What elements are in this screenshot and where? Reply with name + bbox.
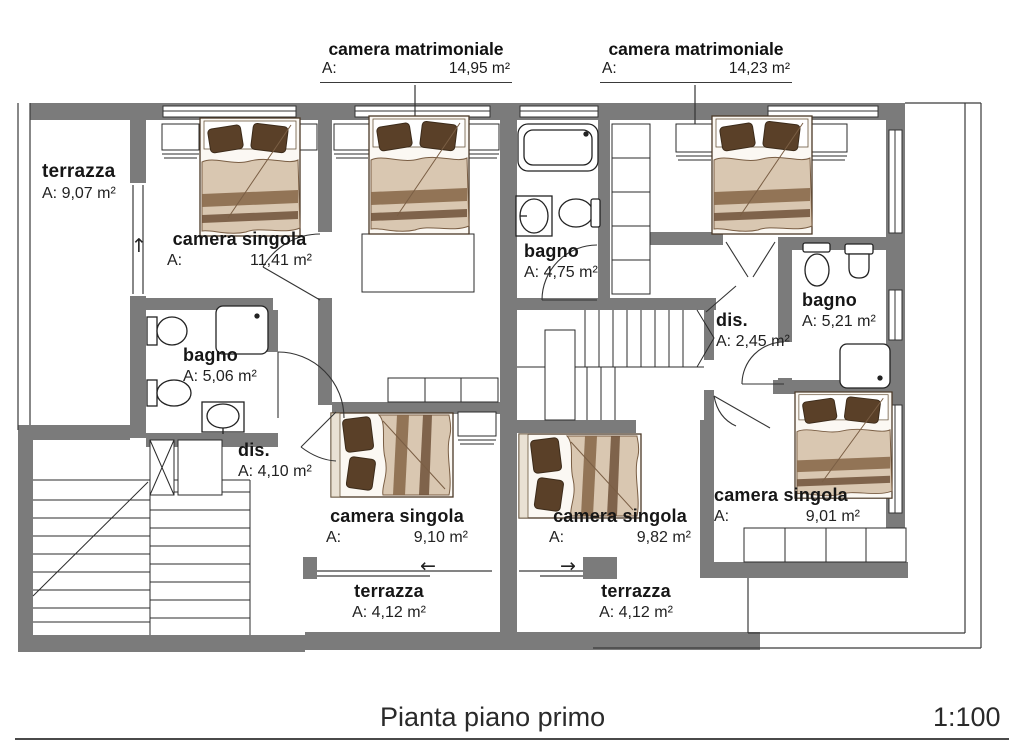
area-value: 9,82 m² [636,528,691,546]
bidet-icon [146,316,188,346]
callout-camera-matrimoniale-left: camera matrimoniale A: 14,95 m² [320,40,512,83]
label-terrazza-ovest: terrazza A: 9,07 m² [42,162,116,203]
bed-double [794,391,893,499]
bathtub-icon [517,123,599,172]
area-label: A: [326,528,342,546]
label-camera-singola-nord: camera singola A: 11,41 m² [167,230,312,270]
area-label: A: [322,60,337,78]
room-name: camera singola [172,229,307,249]
bed-double [368,115,470,235]
area-value: 14,95 m² [448,60,510,78]
room-area: A: 9,07 m² [42,184,116,202]
label-terrazza-sud-est: terrazza A: 4,12 m² [590,582,682,622]
room-name: dis. [716,310,748,330]
stairs-central [517,309,715,421]
area-label: A: [167,251,183,269]
bed-single [330,412,454,498]
label-bagno-ovest: bagno A: 5,06 m² [183,346,257,386]
doors [262,233,785,462]
room-area: A: 4,12 m² [352,603,426,621]
area-label: A: [549,528,565,546]
area-label: A: [714,507,730,525]
toilet-icon [558,198,601,228]
arrow-right-icon: → [560,555,576,577]
room-area: A: 5,21 m² [802,312,876,330]
label-dis-ovest: dis. A: 4,10 m² [238,441,312,481]
scale-indicator: 1:100 [933,702,1001,732]
label-camera-singola-so: camera singola A: 9,10 m² [326,507,468,547]
label-dis-est: dis. A: 2,45 m² [716,311,790,351]
room-area: A: 5,06 m² [183,367,257,385]
toilet-icon [146,379,192,407]
room-name: camera matrimoniale [608,39,784,59]
label-camera-singola-sud: camera singola A: 9,82 m² [549,507,691,547]
bidet-icon [844,243,874,279]
room-name: camera singola [330,506,464,526]
bed-double [199,117,301,237]
label-camera-singola-est: camera singola A: 9,01 m² [714,486,860,526]
room-area: A: 2,45 m² [716,332,790,350]
arrow-up-icon: ↑ [131,235,147,257]
stairs-left [32,439,251,635]
label-terrazza-sud-ovest: terrazza A: 4,12 m² [343,582,435,622]
room-area: A: 4,12 m² [599,603,673,621]
room-name: bagno [183,345,238,365]
label-bagno-est: bagno A: 5,21 m² [802,291,876,331]
room-name: camera matrimoniale [328,39,504,59]
room-name: camera singola [714,485,848,505]
room-area: A: 4,10 m² [238,462,312,480]
room-name: dis. [238,440,270,460]
room-name: bagno [524,241,579,261]
bed-double [711,115,813,235]
arrow-left-icon: ← [420,555,436,577]
area-label: A: [602,60,617,78]
room-name: camera singola [553,506,687,526]
area-value: 9,01 m² [805,507,860,525]
callout-camera-matrimoniale-right: camera matrimoniale A: 14,23 m² [600,40,792,83]
area-value: 9,10 m² [413,528,468,546]
shower-icon [839,343,891,389]
direction-arrows: ↑ ← → [131,235,576,577]
sink-icon [201,401,245,434]
room-name: terrazza [354,581,424,601]
sink-icon [515,195,553,237]
terrace-boundaries [17,102,982,649]
area-value: 11,41 m² [250,251,312,269]
room-name: terrazza [42,161,116,182]
bathroom-fixtures [146,123,891,434]
page-title: Pianta piano primo [380,702,606,732]
label-bagno-centro: bagno A: 4,75 m² [524,242,598,282]
shower-icon [215,305,269,355]
area-value: 14,23 m² [728,60,790,78]
room-area: A: 4,75 m² [524,263,598,281]
toilet-icon [802,242,831,287]
room-name: bagno [802,290,857,310]
room-name: terrazza [601,581,671,601]
